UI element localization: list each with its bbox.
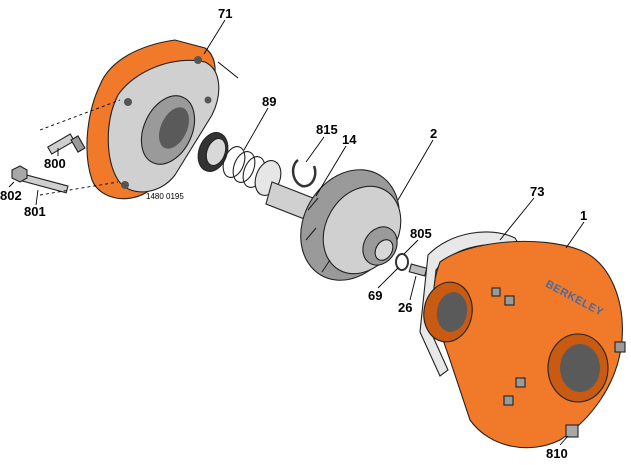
o-ring-805 xyxy=(395,253,409,271)
leader-lines xyxy=(8,19,585,446)
seal-spring-2 xyxy=(232,151,256,183)
callout-2: 2 xyxy=(430,126,437,141)
callout-71: 71 xyxy=(218,6,232,21)
seal-ring-face xyxy=(205,137,227,167)
callout-labels: 71 89 815 14 2 73 1 800 802 801 805 69 2… xyxy=(0,6,587,461)
document-number: 1480 0195 xyxy=(146,192,184,201)
callout-815: 815 xyxy=(316,122,338,137)
fasteners-left xyxy=(11,133,86,194)
pump-casing-1: BERKELEY xyxy=(423,240,626,449)
stud-801 xyxy=(21,173,69,194)
casing-bolt xyxy=(503,395,514,406)
callout-810: 810 xyxy=(546,446,568,461)
callout-805: 805 xyxy=(410,226,432,241)
drain-plug-810 xyxy=(565,424,579,438)
nut-802 xyxy=(11,165,28,183)
bracket-bolt-hole xyxy=(124,98,132,106)
impeller-vane xyxy=(307,197,319,211)
callout-89: 89 xyxy=(262,94,276,109)
callout-14: 14 xyxy=(342,132,357,147)
bolt-800-shank xyxy=(46,133,76,155)
casing-discharge-bore xyxy=(560,344,600,392)
callout-26: 26 xyxy=(398,300,412,315)
callout-69: 69 xyxy=(368,288,382,303)
impeller-vane xyxy=(321,259,331,273)
bracket-bolt-hole xyxy=(204,96,212,104)
seal-spring-1 xyxy=(222,146,246,178)
retaining-ring-815 xyxy=(291,159,317,188)
callout-800: 800 xyxy=(44,156,66,171)
impeller-2 xyxy=(300,169,402,281)
impeller-vane xyxy=(305,227,317,241)
callout-802: 802 xyxy=(0,188,22,203)
bracket-bolt-hole xyxy=(194,56,202,64)
bracket-bore-inner xyxy=(158,107,190,149)
callout-1: 1 xyxy=(580,208,587,223)
callout-73: 73 xyxy=(530,184,544,199)
casing-bolt xyxy=(614,341,626,353)
screw-26 xyxy=(408,263,428,277)
casing-bolt xyxy=(515,377,526,388)
casing-bolt xyxy=(504,295,515,306)
casing-bolt xyxy=(491,287,501,297)
bracket-adapter-71 xyxy=(86,39,220,200)
casing-inlet-bore xyxy=(436,292,468,332)
bracket-bolt-hole xyxy=(121,181,129,189)
impeller-eye-inner xyxy=(374,239,394,261)
bolt-800-head xyxy=(70,135,86,153)
callout-801: 801 xyxy=(24,204,46,219)
